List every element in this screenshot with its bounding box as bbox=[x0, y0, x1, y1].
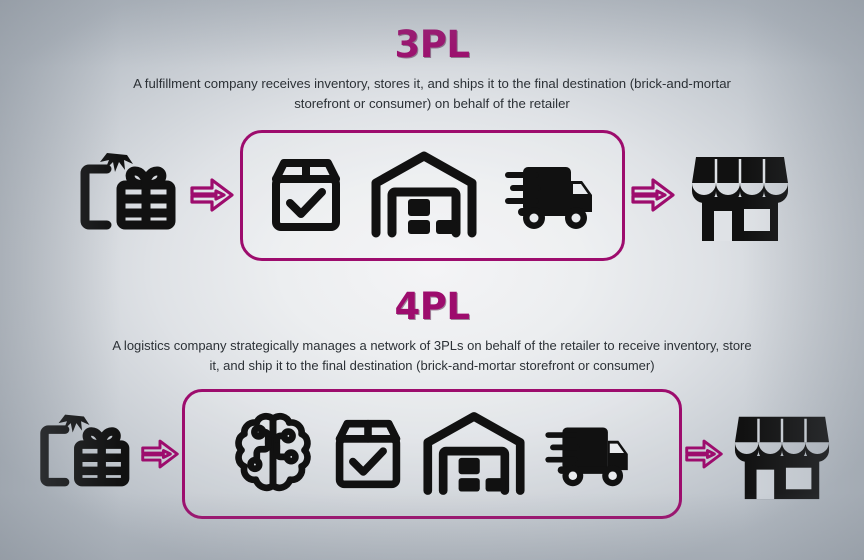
arrow-right-icon bbox=[625, 177, 681, 213]
arrow-right-icon bbox=[184, 177, 240, 213]
section-3pl-description: A fulfillment company receives inventory… bbox=[133, 75, 731, 111]
gift-boxes-icon bbox=[26, 402, 138, 506]
storefront-icon bbox=[726, 402, 838, 506]
section-3pl: 3PL A fulfillment company receives inven… bbox=[0, 23, 864, 261]
package-check-icon bbox=[332, 414, 404, 494]
package-check-icon bbox=[268, 153, 344, 237]
section-3pl-flow-row bbox=[0, 129, 864, 261]
panel-4pl bbox=[182, 389, 682, 520]
storefront-icon bbox=[681, 139, 799, 251]
section-3pl-title: 3PL bbox=[394, 23, 470, 66]
section-4pl-flow-row bbox=[0, 389, 864, 520]
delivery-truck-icon bbox=[504, 157, 596, 233]
gift-boxes-icon bbox=[66, 139, 184, 251]
delivery-truck-icon bbox=[544, 418, 632, 490]
section-4pl-description: A logistics company strategically manage… bbox=[112, 337, 752, 373]
arrow-right-icon bbox=[138, 438, 182, 470]
panel-3pl bbox=[239, 129, 625, 261]
section-4pl: 4PL A logistics company strategically ma… bbox=[0, 285, 864, 520]
brain-circuit-icon bbox=[232, 411, 314, 497]
warehouse-icon bbox=[422, 409, 526, 499]
arrow-right-icon bbox=[682, 438, 726, 470]
warehouse-icon bbox=[370, 149, 478, 241]
section-4pl-title: 4PL bbox=[394, 285, 470, 328]
